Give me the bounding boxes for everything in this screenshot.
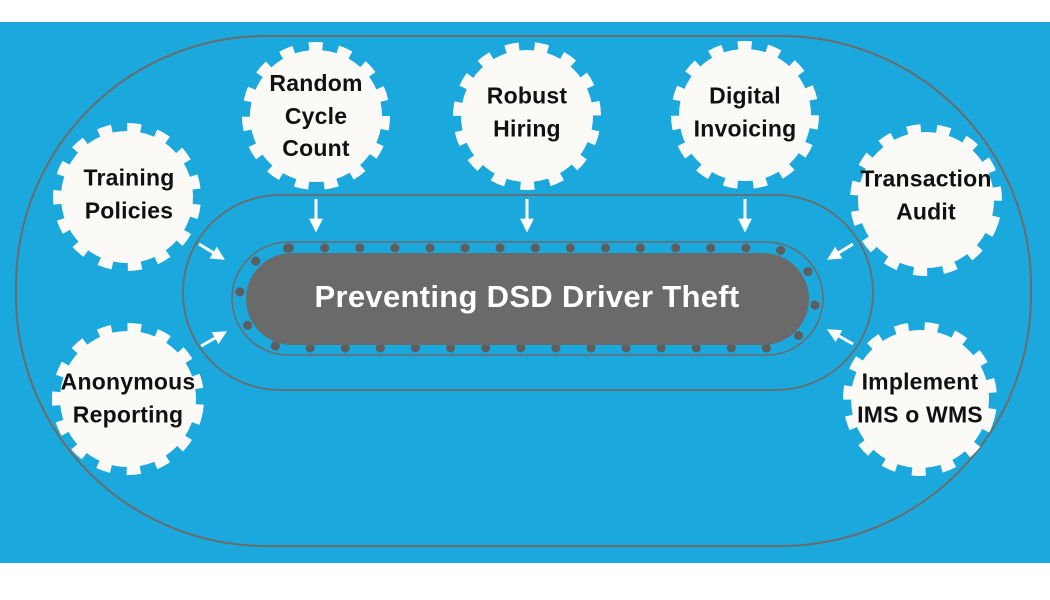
arrow-group xyxy=(198,199,854,348)
gear-badge-anonymous-reporting-icon xyxy=(52,323,204,475)
gear-badge-training-policies-icon xyxy=(53,123,201,271)
arrow-transaction-audit-icon xyxy=(827,242,854,260)
node-label-implement-ims-wms: Implement IMS o WMS xyxy=(857,368,983,427)
arrow-anonymous-reporting-icon xyxy=(200,331,228,348)
node-label-robust-hiring: Robust Hiring xyxy=(486,82,568,141)
center-pill-outline xyxy=(231,241,824,356)
node-label-random-cycle-count: Random Cycle Count xyxy=(269,70,363,162)
center-title: Preventing DSD Driver Theft xyxy=(314,279,740,314)
node-label-anonymous-reporting: Anonymous Reporting xyxy=(60,368,196,427)
node-label-training-policies: Training Policies xyxy=(83,164,175,223)
node-label-digital-invoicing: Digital Invoicing xyxy=(693,82,797,141)
gear-badge-transaction-audit-icon xyxy=(850,124,1002,276)
arrow-implement-ims-wms-icon xyxy=(826,329,854,346)
gear-badge-implement-ims-wms-icon xyxy=(843,322,997,476)
arrow-training-policies-icon xyxy=(198,242,225,260)
inner-loop-border xyxy=(182,194,874,391)
node-label-transaction-audit: Transaction Audit xyxy=(860,165,992,224)
center-pill xyxy=(246,253,809,345)
gear-badge-random-cycle-count-icon xyxy=(242,42,390,190)
outer-loop-border xyxy=(15,35,1032,547)
gear-badge-robust-hiring-icon xyxy=(453,42,601,190)
